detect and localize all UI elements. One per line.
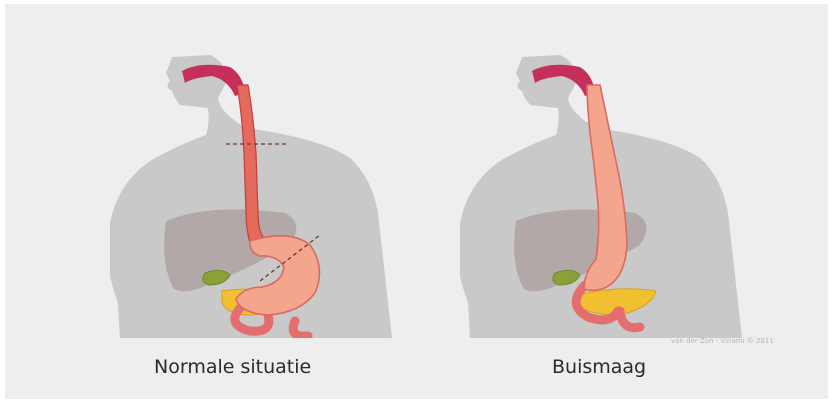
figure-frame: Normale situatie Buismaag van der Zon - … [5,4,828,399]
image-credit: van der Zon - Vinami © 2011 [671,337,774,345]
gastric-tube-illustration [460,53,790,338]
normal-anatomy-illustration [110,53,440,338]
caption-gastric-tube: Buismaag [552,356,646,378]
caption-normal-situation: Normale situatie [154,356,311,378]
normal-anatomy-svg [110,53,440,338]
gastric-tube-svg [460,53,790,338]
